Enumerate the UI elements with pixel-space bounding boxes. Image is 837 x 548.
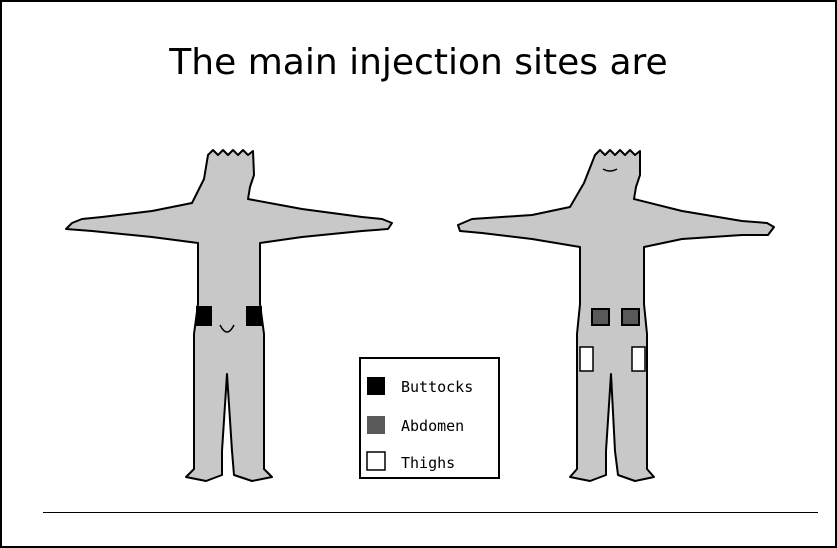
legend-label-thighs: Thighs [401,454,455,472]
front-view-body [458,150,774,481]
legend: Buttocks Abdomen Thighs [360,358,499,478]
front-view-abdomen-site-right [622,309,639,325]
back-view-buttocks-site-left [196,306,212,326]
body-diagram-svg: Buttocks Abdomen Thighs [62,139,782,499]
front-view-figure [458,150,774,481]
front-view-thigh-site-right [632,347,645,371]
injection-sites-figure: Buttocks Abdomen Thighs [62,139,782,499]
front-view-abdomen-site-left [592,309,609,325]
legend-swatch-thighs [367,452,385,470]
back-view-body [66,150,392,481]
slide-title: The main injection sites are [2,45,835,81]
legend-label-buttocks: Buttocks [401,378,473,396]
back-view-figure [66,150,392,481]
legend-swatch-buttocks [367,377,385,395]
bottom-rule [43,512,818,513]
legend-swatch-abdomen [367,416,385,434]
front-view-thigh-site-left [580,347,593,371]
legend-label-abdomen: Abdomen [401,417,464,435]
back-view-buttocks-site-right [246,306,262,326]
